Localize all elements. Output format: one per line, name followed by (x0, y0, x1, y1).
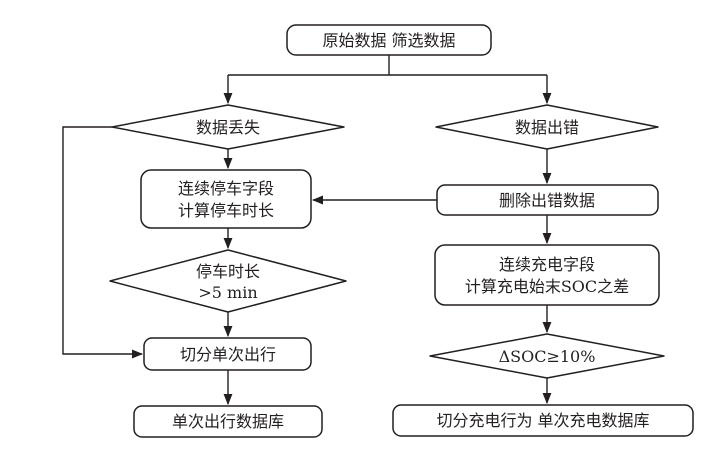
node-trip-database: 单次出行数据库 (133, 405, 323, 438)
trip-database-label: 单次出行数据库 (172, 412, 284, 431)
split-trip-label: 切分单次出行 (180, 345, 276, 364)
node-parking-duration-decision: 停车时长 >5 min (109, 249, 347, 313)
delete-error-label: 删除出错数据 (499, 191, 595, 210)
node-parking-field: 连续停车字段 计算停车时长 (140, 169, 312, 229)
trip-database-box (133, 405, 323, 438)
source-data-box (286, 24, 492, 56)
source-data-label: 原始数据 筛选数据 (322, 31, 455, 50)
node-split-trip: 切分单次出行 (143, 337, 312, 371)
node-charging-field: 连续充电字段 计算充电始末SOC之差 (434, 244, 660, 306)
charge-database-box (392, 404, 694, 437)
data-error-label: 数据出错 (515, 118, 579, 137)
charge-database-label: 切分充电行为 单次充电数据库 (436, 411, 649, 430)
parking-field-line1: 连续停车字段 (178, 179, 274, 198)
data-error-diamond (435, 104, 659, 150)
node-delete-error: 删除出错数据 (436, 184, 659, 216)
parking-duration-line2: >5 min (198, 283, 257, 302)
soc-condition-diamond (429, 333, 665, 379)
node-source-data: 原始数据 筛选数据 (286, 24, 492, 56)
data-loss-diamond (111, 104, 345, 150)
node-soc-decision: ΔSOC≥10% (429, 333, 665, 379)
node-charge-database: 切分充电行为 单次充电数据库 (392, 404, 694, 437)
node-data-loss-decision: 数据丢失 (111, 104, 345, 150)
parking-field-line2: 计算停车时长 (178, 201, 274, 220)
delete-error-box (436, 184, 659, 216)
charging-field-line1: 连续充电字段 (499, 255, 595, 274)
parking-duration-line1: 停车时长 (196, 262, 260, 281)
node-data-error-decision: 数据出错 (435, 104, 659, 150)
charging-field-line2: 计算充电始末SOC之差 (465, 277, 629, 296)
charging-field-box (434, 244, 660, 306)
data-loss-label: 数据丢失 (196, 118, 260, 137)
parking-duration-diamond (109, 249, 347, 313)
edge-data-loss-loop-to-split-trip (62, 126, 144, 359)
soc-condition-label: ΔSOC≥10% (499, 347, 596, 366)
parking-field-box (140, 169, 312, 229)
split-trip-box (143, 337, 312, 371)
